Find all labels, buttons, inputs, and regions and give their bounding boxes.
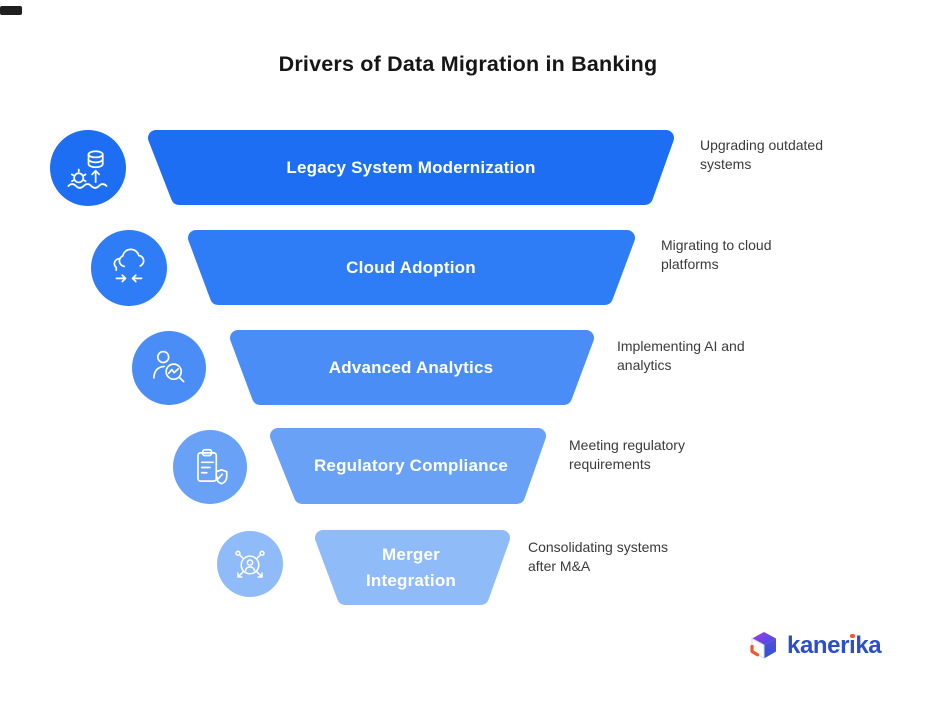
bar-label-cloud-adoption: Cloud Adoption bbox=[346, 257, 476, 277]
bar-label-legacy-system-modernization: Legacy System Modernization bbox=[286, 157, 536, 177]
bar-label-advanced-analytics: Advanced Analytics bbox=[328, 357, 494, 377]
kanerika-cube-icon bbox=[750, 632, 776, 660]
regulatory-compliance-icon bbox=[173, 430, 247, 504]
description-cloud-adoption: Migrating to cloud platforms bbox=[661, 237, 772, 273]
bar-label-merger-integration: Merger Integration bbox=[365, 545, 457, 590]
description-advanced-analytics: Implementing AI and analytics bbox=[617, 338, 745, 374]
legacy-modernization-icon bbox=[50, 130, 126, 206]
logo-text-after: ka bbox=[855, 632, 882, 659]
funnel-bar-merger-integration bbox=[315, 530, 510, 605]
advanced-analytics-icon bbox=[132, 331, 206, 405]
logo-letter-i: ı bbox=[849, 632, 856, 659]
funnel-bar-regulatory-compliance bbox=[270, 428, 546, 504]
description-merger-integration: Consolidating systems after M&A bbox=[528, 539, 669, 575]
funnel-bar-advanced-analytics bbox=[230, 330, 594, 405]
bar-label-regulatory-compliance: Regulatory Compliance bbox=[313, 456, 509, 476]
cloud-adoption-icon bbox=[91, 230, 167, 306]
funnel-bar-cloud-adoption bbox=[188, 230, 635, 305]
merger-integration-icon bbox=[217, 531, 283, 597]
funnel-bar-legacy-system-modernization bbox=[148, 130, 674, 205]
description-regulatory-compliance: Meeting regulatory requirements bbox=[569, 437, 685, 473]
page-title: Drivers of Data Migration in Banking bbox=[278, 52, 658, 76]
description-legacy-system-modernization: Upgrading outdated systems bbox=[700, 137, 823, 173]
screen-edge-artifact bbox=[0, 6, 22, 15]
logo-text-before: kaner bbox=[787, 632, 850, 659]
